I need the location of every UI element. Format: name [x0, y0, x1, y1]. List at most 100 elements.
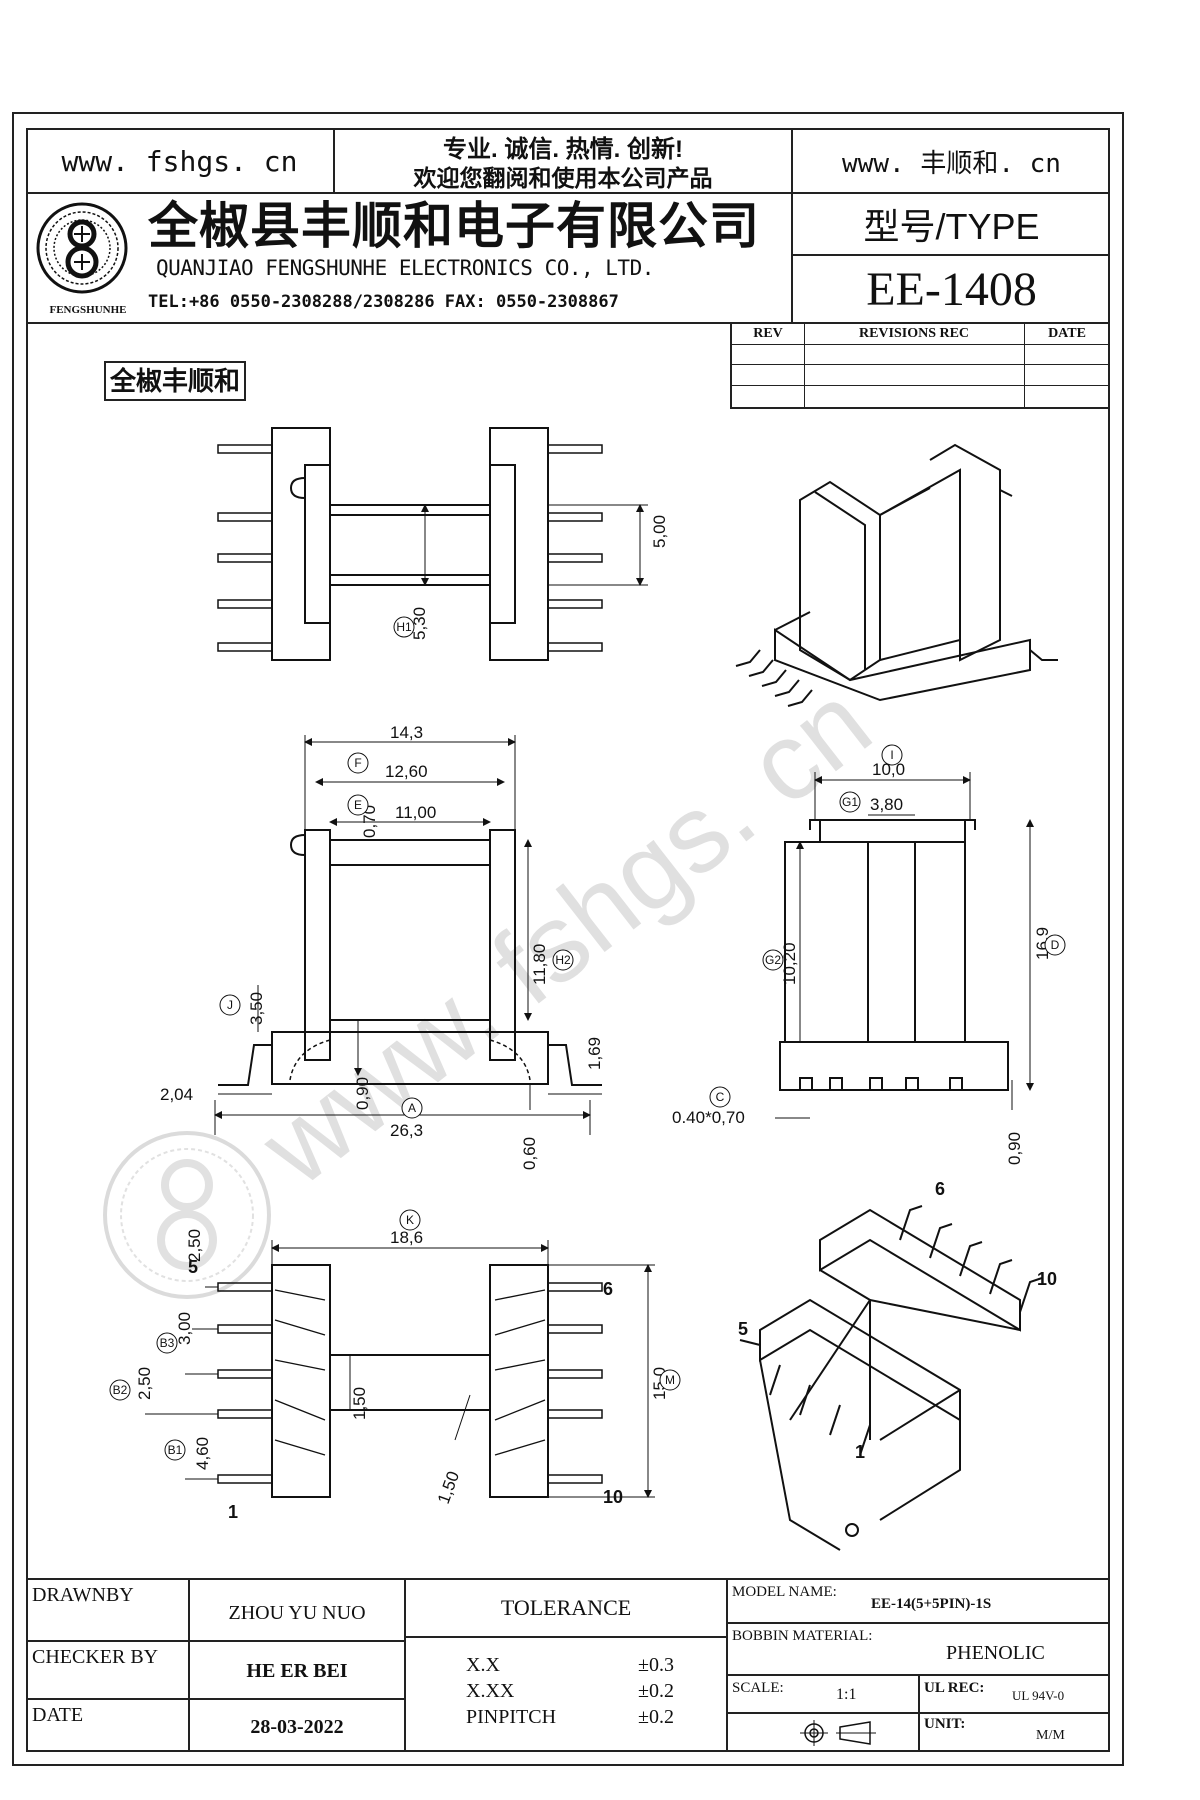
dim-bottom-1-50: 1,50: [434, 1469, 463, 1507]
svg-text:B1: B1: [168, 1443, 183, 1457]
pin-5-iso: 5: [738, 1319, 748, 1339]
iso-view-bottom: [739, 1205, 1043, 1551]
svg-text:I: I: [890, 748, 893, 762]
dim-front-1-69: 1,69: [585, 1037, 604, 1070]
dim-bottom-2-50-top: 2,50: [185, 1229, 204, 1262]
dim-side-10-20: 10,20: [780, 942, 799, 985]
svg-text:C: C: [716, 1090, 725, 1104]
ul-value: UL 94V-0: [1012, 1688, 1065, 1703]
scale-value: 1:1: [836, 1686, 857, 1703]
front-view: [214, 735, 602, 1135]
iso-view-top: [735, 443, 1058, 707]
dim-side-0-90: 0,90: [1005, 1132, 1024, 1165]
dim-side-10-0: 10,0: [872, 760, 905, 779]
pin-1-iso: 1: [855, 1442, 865, 1462]
tolerance-pinpitch-value: ±0.2: [638, 1706, 674, 1728]
drawn-by-label: DRAWNBY: [32, 1584, 134, 1606]
ref-h1: H1: [393, 616, 415, 638]
tolerance-xx-value: ±0.3: [638, 1654, 674, 1676]
model-value: EE-14(5+5PIN)-1S: [871, 1596, 992, 1612]
side-view: [775, 772, 1034, 1119]
dim-front-0-90: 0,90: [353, 1077, 372, 1110]
dim-front-3-50: 3,50: [247, 992, 266, 1025]
ref-b3: B3: [156, 1332, 178, 1354]
ul-label: UL REC:: [924, 1680, 985, 1696]
revisions-rec-header: REVISIONS REC: [858, 326, 970, 341]
svg-text:M: M: [665, 1373, 675, 1387]
dim-side-3-80: 3,80: [870, 795, 903, 814]
slogan-line2: 欢迎您翻阅和使用本公司产品: [413, 165, 713, 191]
company-contact: TEL:+86 0550-2308288/2308286 FAX: 0550-2…: [148, 292, 619, 312]
ref-a: A: [401, 1097, 423, 1119]
ref-c: C: [709, 1086, 731, 1108]
ref-g1: G1: [839, 791, 861, 813]
date-value: 28-03-2022: [250, 1715, 344, 1738]
drawing-border: [26, 128, 1110, 1752]
watermark-text: www. fshgs. cn: [238, 660, 893, 1209]
revisions-table: REV REVISIONS REC DATE: [730, 324, 1110, 409]
dim-top-5-30: 5,30: [410, 607, 429, 640]
svg-text:D: D: [1051, 938, 1060, 952]
dim-front-26-3: 26,3: [390, 1121, 423, 1140]
ref-k: K: [399, 1209, 421, 1231]
dim-top-5-00: 5,00: [650, 515, 669, 548]
ref-b2: B2: [109, 1379, 131, 1401]
model-label: MODEL NAME:: [732, 1584, 837, 1600]
website-left: www. fshgs. cn: [61, 144, 298, 178]
ref-f: F: [347, 752, 369, 774]
tolerance-label: TOLERANCE: [500, 1595, 632, 1620]
ref-d: D: [1044, 934, 1066, 956]
checker-value: HE ER BEI: [246, 1659, 348, 1682]
drawing-frame: [12, 112, 1124, 1766]
svg-text:G1: G1: [842, 795, 858, 809]
dim-front-12-60: 12,60: [385, 762, 428, 781]
company-logo-icon: [36, 202, 128, 294]
material-value: PHENOLIC: [946, 1642, 1045, 1664]
ref-i: I: [881, 744, 903, 766]
svg-text:H2: H2: [555, 953, 571, 967]
svg-text:A: A: [408, 1101, 416, 1115]
drawn-by-value: ZHOU YU NUO: [228, 1601, 366, 1624]
logo-text: FENGSHUNHE: [49, 304, 127, 316]
pin-6-bottom-view: 6: [603, 1279, 613, 1299]
ref-g2: G2: [762, 949, 784, 971]
pin-6-iso: 6: [935, 1179, 945, 1199]
pin-5-bottom-view: 5: [188, 1257, 198, 1277]
unit-value: M/M: [1036, 1728, 1065, 1743]
pin-10-bottom-view: 10: [603, 1487, 623, 1507]
company-name-cn: 全椒县丰顺和电子有限公司: [148, 198, 760, 254]
dim-bottom-4-60: 4,60: [193, 1437, 212, 1470]
tolerance-xxx-label: X.XX: [466, 1680, 515, 1702]
checker-label: CHECKER BY: [32, 1646, 159, 1668]
type-value: EE-1408: [866, 262, 1037, 316]
website-right: www. 丰顺和. cn: [842, 148, 1061, 179]
svg-text:G2: G2: [765, 953, 781, 967]
unit-label: UNIT:: [924, 1716, 966, 1732]
date-label: DATE: [32, 1704, 84, 1726]
ref-b1: B1: [164, 1439, 186, 1461]
dim-bottom-1-50-center: 1,50: [350, 1387, 369, 1420]
pin-1-bottom-view: 1: [228, 1502, 238, 1522]
scale-label: SCALE:: [732, 1680, 784, 1696]
svg-text:J: J: [227, 998, 233, 1012]
slogan-line1: 专业. 诚信. 热情. 创新!: [443, 135, 683, 163]
ref-h2: H2: [552, 949, 574, 971]
dim-bottom-2-50: 2,50: [135, 1367, 154, 1400]
bobbin-drawing: www. fshgs. cn: [103, 427, 1066, 1551]
svg-text:E: E: [354, 798, 362, 812]
company-stamp: 全椒丰顺和: [104, 361, 247, 401]
watermark-logo-icon: [103, 1131, 271, 1299]
ref-e: E: [347, 794, 369, 816]
tolerance-xxx-value: ±0.2: [638, 1680, 674, 1702]
header-block: www. fshgs. cn 专业. 诚信. 热情. 创新! 欢迎您翻阅和使用本…: [26, 128, 1110, 324]
svg-text:B2: B2: [113, 1383, 128, 1397]
title-block: DRAWNBY ZHOU YU NUO CHECKER BY HE ER BEI…: [26, 1578, 1110, 1752]
svg-text:B3: B3: [160, 1336, 175, 1350]
material-label: BOBBIN MATERIAL:: [732, 1628, 873, 1644]
dim-front-11-00: 11,00: [395, 803, 436, 822]
svg-text:K: K: [406, 1213, 414, 1227]
pin-10-iso: 10: [1037, 1269, 1057, 1289]
type-label: 型号/TYPE: [863, 206, 1040, 247]
dim-bottom-3-00: 3,00: [175, 1312, 194, 1345]
rev-header: REV: [753, 326, 783, 341]
